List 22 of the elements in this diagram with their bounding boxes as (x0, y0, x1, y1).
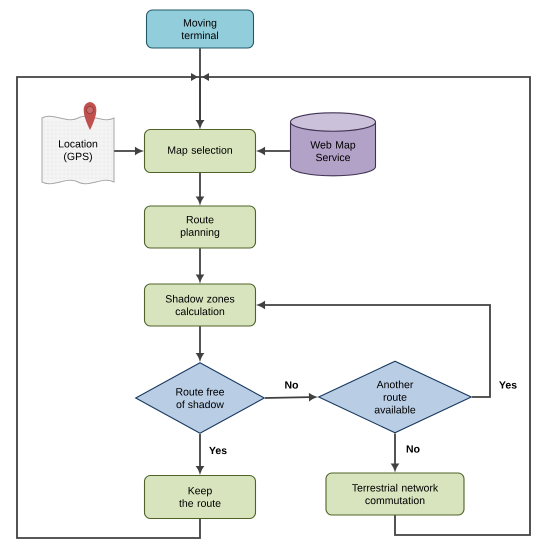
process-box: Map selection (144, 128, 256, 174)
arrow (391, 434, 399, 470)
process-box: Terrestrial network commutation (325, 472, 465, 516)
edge-label: Yes (498, 380, 518, 390)
arrow (258, 301, 491, 398)
edge-label: No (405, 444, 421, 454)
arrow (114, 147, 142, 155)
edge-label: No (284, 380, 300, 390)
process-box: Shadow zones calculation (144, 283, 256, 327)
arrow (196, 326, 204, 360)
arrow (196, 173, 204, 204)
edge-label: Yes (208, 446, 228, 456)
database-cylinder: Web Map Service (290, 112, 376, 176)
arrow (196, 248, 204, 282)
arrow (196, 73, 531, 536)
arrow (265, 394, 316, 401)
process-box: Keep the route (144, 474, 256, 520)
arrow (196, 434, 204, 473)
process-box: Route planning (144, 205, 256, 249)
arrow (258, 147, 290, 155)
terminal-box: Moving terminal (146, 9, 254, 49)
arrow (16, 73, 204, 539)
